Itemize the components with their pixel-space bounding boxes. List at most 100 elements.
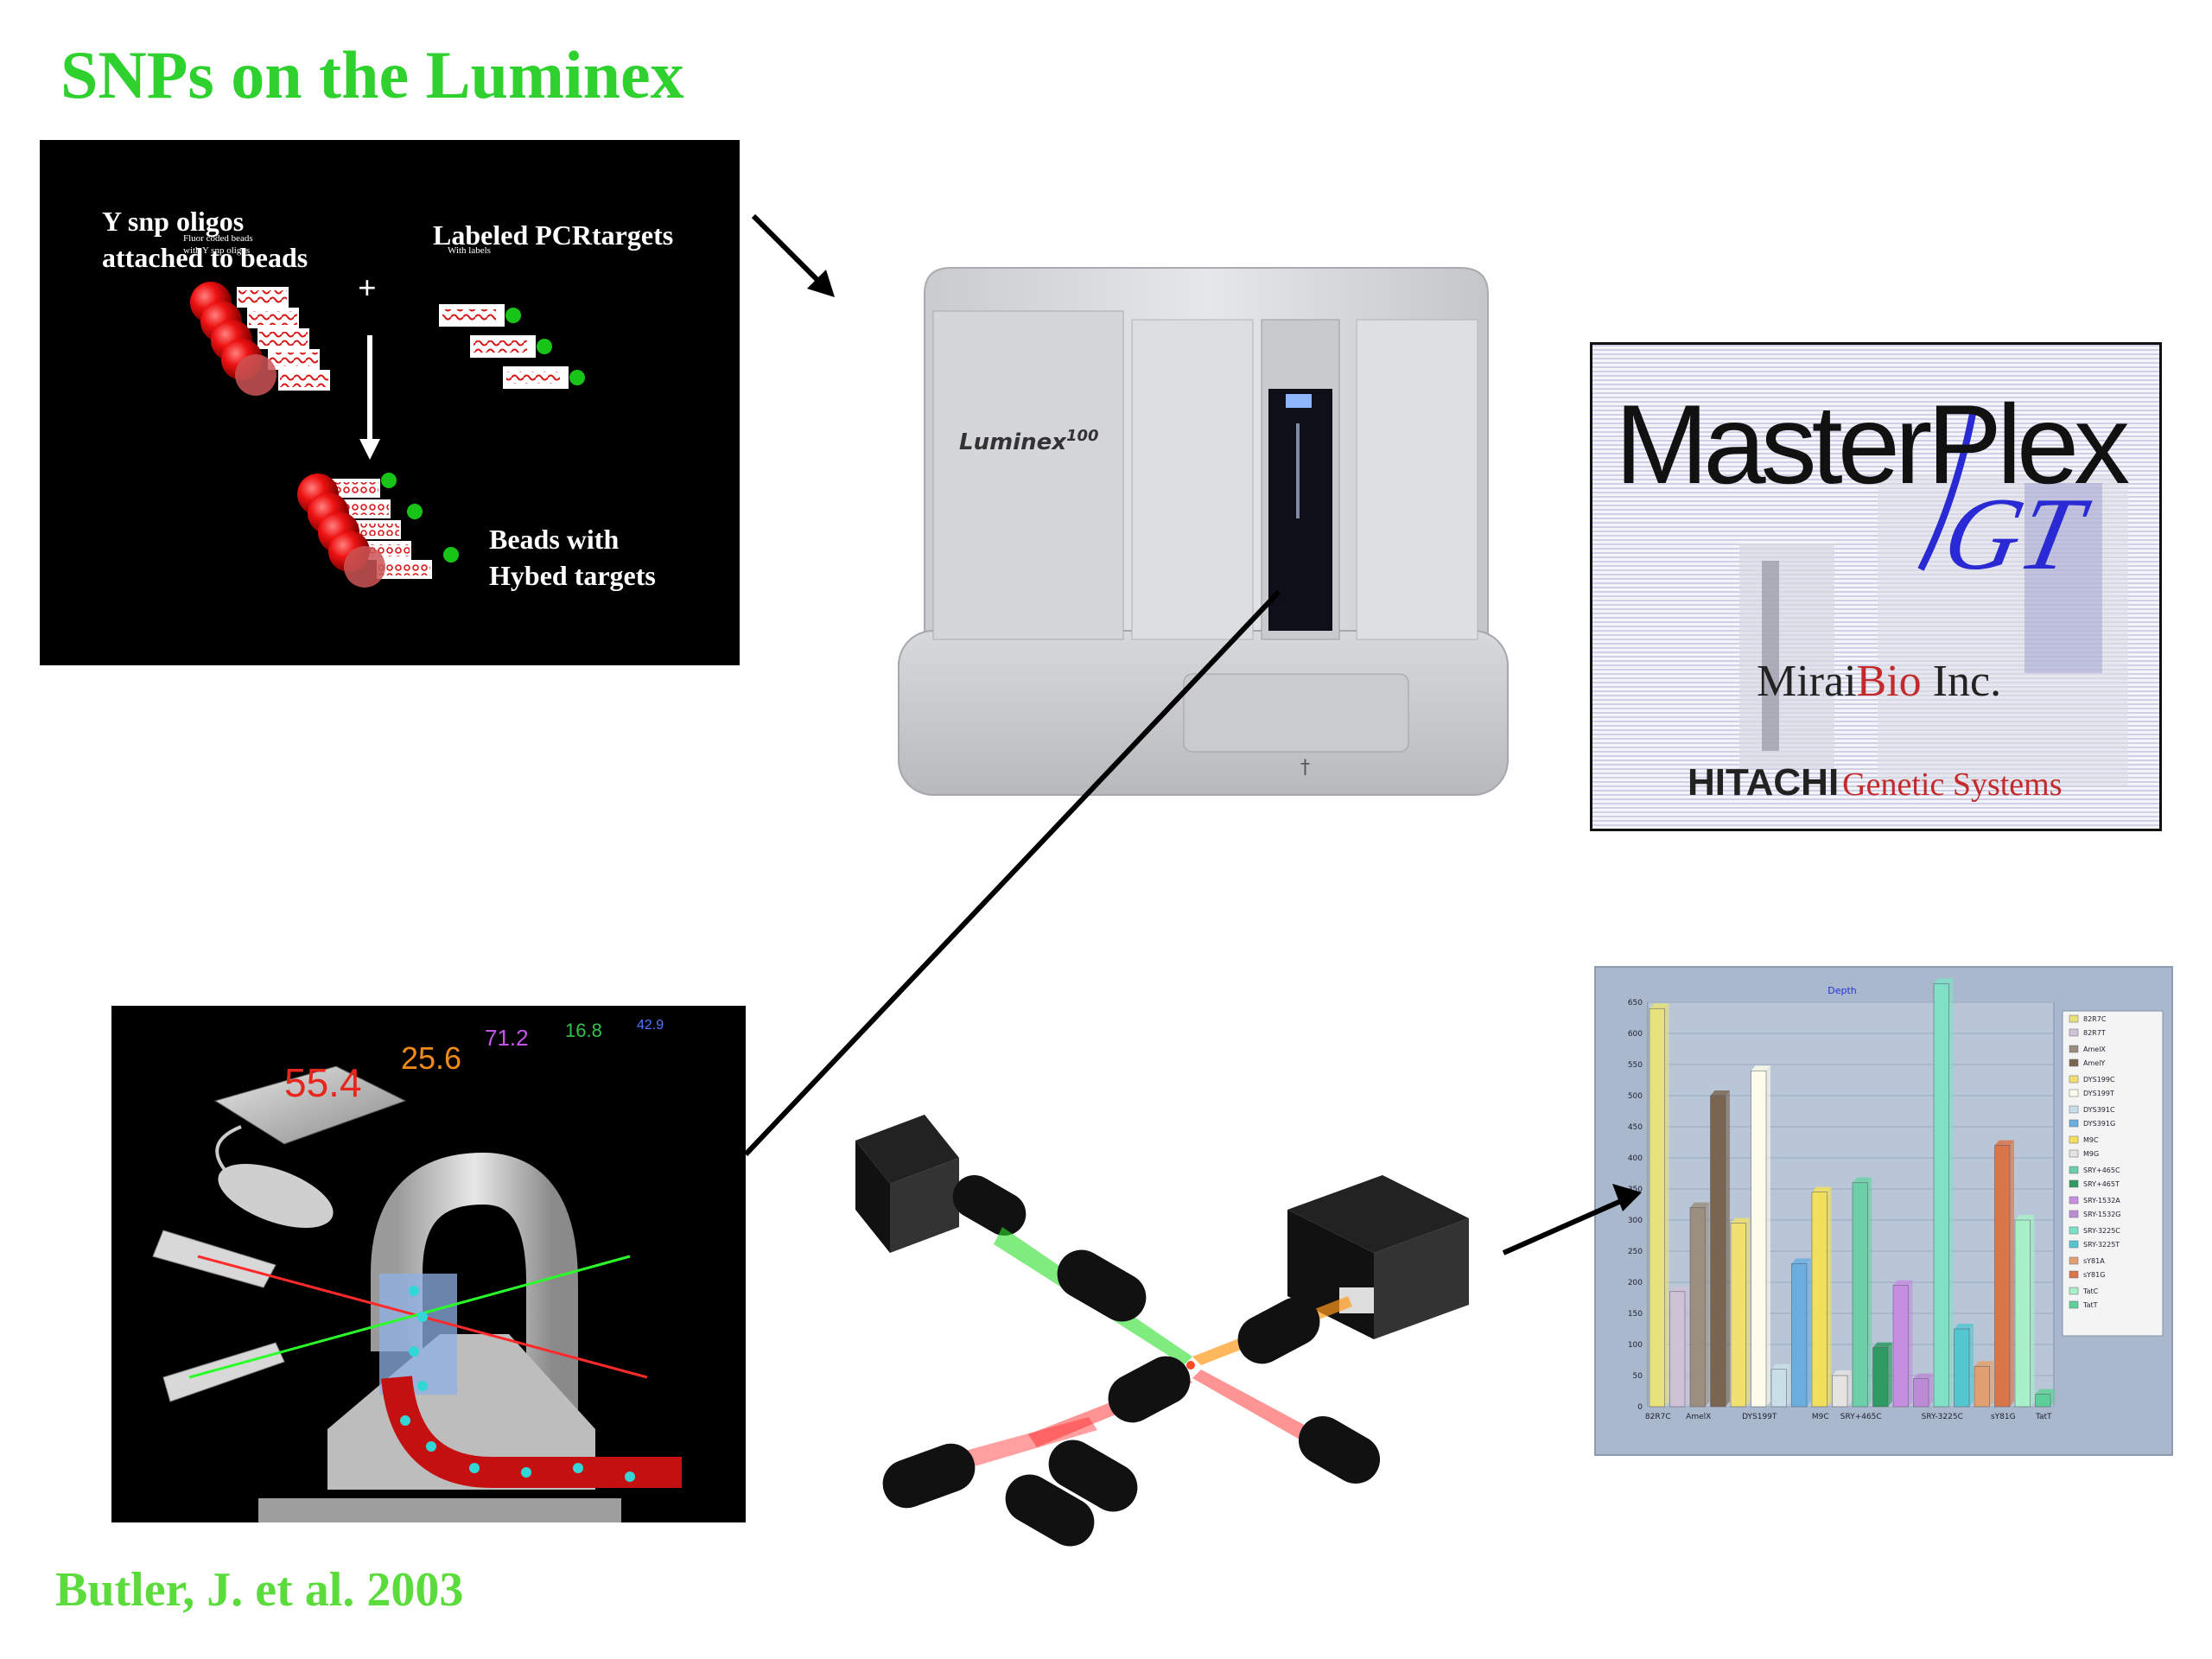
chart-bar-face (2035, 1394, 2051, 1408)
chart-bar (1872, 1342, 1892, 1408)
legend-label: DYS391C (2083, 1106, 2115, 1114)
chart-bar-side (1989, 1361, 1994, 1407)
legend-label: SRY-3225C (2083, 1227, 2120, 1235)
legend-swatch (2069, 1014, 2079, 1023)
hybridized-beads (297, 473, 459, 588)
chart-bar-top (1913, 1373, 1933, 1379)
slide-title: SNPs on the Luminex (60, 37, 684, 112)
chart-x-tick: SRY-3225C (1922, 1413, 1963, 1421)
legend-swatch (2069, 1196, 2079, 1205)
chart-bar-face (1892, 1285, 1909, 1408)
chart-bar-face (1649, 1007, 1665, 1408)
chart-bar (1933, 978, 1954, 1408)
chart-bar (1751, 1065, 1770, 1408)
chart-bar-face (1689, 1207, 1706, 1408)
chart-bar (1649, 1003, 1669, 1408)
chart-bar-side (1908, 1280, 1913, 1407)
chart-bar-top (1791, 1258, 1811, 1264)
chart-title: Depth (1827, 985, 1857, 996)
chart-bar (1669, 1286, 1689, 1408)
oligos-small-label-2: with Y snp oligos (183, 245, 251, 256)
chart-bar-side (1888, 1342, 1892, 1407)
arrow-beads-to-instrument (751, 213, 835, 297)
legend-swatch (2069, 1226, 2079, 1235)
hybed-label-line2: Hybed targets (489, 560, 656, 591)
legend-label: TatC (2082, 1287, 2099, 1295)
legend-label: DYS199T (2083, 1090, 2114, 1097)
chart-bar (1730, 1217, 1751, 1408)
chart-bar-top (1812, 1186, 1832, 1192)
chart-bar-face (1933, 983, 1949, 1408)
chart-bar-face (1770, 1369, 1787, 1408)
oligo-cards (237, 287, 330, 391)
chart-bar-face (1994, 1145, 2011, 1408)
hitachi-partner: HITACHI Genetic Systems (1688, 761, 2063, 804)
labeled-pcr-targets (439, 304, 585, 389)
legend-label: SRY-3225T (2083, 1241, 2120, 1249)
chart-bar (1710, 1090, 1730, 1408)
chart-bar-face (1730, 1223, 1746, 1408)
legend-label: SRY+465C (2083, 1166, 2120, 1174)
chart-x-tick: sY81G (1991, 1413, 2016, 1421)
chart-legend: 82R7C82R7TAmelXAmelYDYS199CDYS199TDYS391… (2069, 1014, 2121, 1309)
oligos-label-line1: Y snp oligos (102, 206, 245, 237)
chart-bar-side (1705, 1202, 1710, 1407)
chart-bar-side (1745, 1217, 1751, 1407)
chart-y-tick: 0 (1637, 1403, 1643, 1412)
mirai-bio-company: MiraiBio Inc. (1757, 657, 2002, 706)
legend-swatch (2069, 1028, 2079, 1037)
legend-swatch (2069, 1300, 2079, 1309)
legend-swatch (2069, 1210, 2079, 1218)
chart-bar-top (1751, 1065, 1770, 1071)
legend-swatch (2069, 1058, 2079, 1067)
readout-3: 71.2 (485, 1025, 529, 1051)
chart-y-tick: 500 (1628, 1092, 1643, 1101)
flow-cell-panel: 55.4 25.6 71.2 16.8 42.9 (111, 1006, 746, 1522)
chart-bar (1954, 1324, 1974, 1408)
optics-diagram (855, 1115, 1469, 1547)
chart-x-tick: TatT (2035, 1413, 2052, 1421)
legend-swatch (2069, 1270, 2079, 1279)
masterplex-logo-panel: MasterPlex GT MiraiBio Inc. HITACHI Gene… (1590, 342, 2162, 831)
chart-x-tick: SRY+465C (1840, 1413, 1882, 1421)
masterplex-version-mark: GT (1934, 476, 2092, 591)
chart-bar-face (1811, 1192, 1827, 1408)
chart-bar (1974, 1361, 1994, 1408)
readout-5: 42.9 (637, 1018, 664, 1033)
chart-bar-side (1827, 1186, 1832, 1407)
chart-y-tick: 300 (1628, 1217, 1643, 1225)
chart-bar-face (1954, 1328, 1970, 1408)
chart-bar-top (1872, 1342, 1892, 1348)
citation: Butler, J. et al. 2003 (55, 1563, 464, 1617)
chart-bar-side (1969, 1324, 1974, 1407)
legend-label: 82R7C (2083, 1015, 2107, 1023)
chart-bar-top (1669, 1286, 1689, 1292)
chart-bar-side (2030, 1215, 2035, 1407)
legend-swatch (2069, 1075, 2079, 1084)
fluor-coded-beads (190, 282, 276, 396)
chart-bar-side (1867, 1177, 1872, 1407)
chart-bar (1852, 1177, 1872, 1408)
chart-bar-top (2035, 1389, 2055, 1395)
legend-label: SRY+465T (2083, 1180, 2120, 1188)
chart-y-tick: 650 (1628, 999, 1643, 1007)
chart-y-tick: 150 (1628, 1310, 1643, 1319)
legend-swatch (2069, 1179, 2079, 1188)
chart-y-tick: 350 (1628, 1185, 1643, 1194)
chart-bar (2014, 1215, 2035, 1408)
chart-bar-top (1954, 1324, 1974, 1329)
chart-bar-side (1786, 1363, 1791, 1407)
chart-bar-top (1690, 1202, 1710, 1208)
chart-bar-side (1948, 978, 1954, 1407)
legend-label: DYS199C (2083, 1076, 2115, 1084)
hybed-label-line1: Beads with (489, 524, 620, 555)
chart-x-tick: DYS199T (1742, 1413, 1777, 1421)
chart-y-tick: 450 (1628, 1123, 1643, 1132)
chart-x-tick: AmelX (1686, 1413, 1711, 1421)
chart-bar-face (1791, 1263, 1808, 1408)
chart-bar-face (1832, 1375, 1848, 1408)
legend-label: AmelY (2083, 1059, 2105, 1067)
legend-swatch (2069, 1240, 2079, 1249)
